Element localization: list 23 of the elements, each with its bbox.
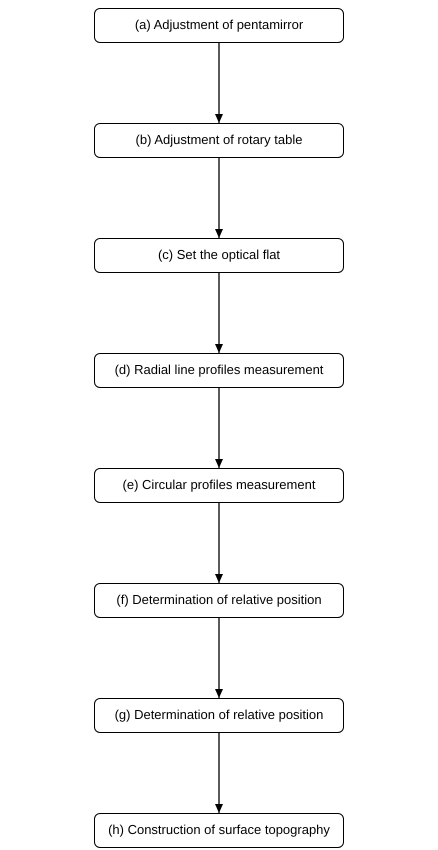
- process-box: [94, 468, 344, 503]
- step-label: (b) Adjustment of rotary table: [136, 132, 302, 149]
- step-label: (h) Construction of surface topography: [108, 822, 330, 839]
- process-box: [94, 238, 344, 273]
- step-label: (f) Determination of relative position: [116, 592, 322, 609]
- arrow: [215, 733, 223, 813]
- process-box: [94, 8, 344, 43]
- process-box: [94, 813, 344, 848]
- arrow: [215, 503, 223, 583]
- step-label: (g) Determination of relative position: [114, 707, 324, 724]
- process-box: [94, 583, 344, 618]
- step-label: (a) Adjustment of pentamirror: [134, 17, 304, 34]
- step-label: (e) Circular profiles measurement: [122, 477, 316, 494]
- process-box: [94, 123, 344, 158]
- arrow: [215, 43, 223, 123]
- arrow: [215, 158, 223, 238]
- arrow: [215, 388, 223, 468]
- arrow: [215, 273, 223, 353]
- process-box: [94, 353, 344, 388]
- process-box: [94, 698, 344, 733]
- step-label: (d) Radial line profiles measurement: [114, 362, 324, 379]
- arrow: [215, 618, 223, 698]
- step-label: (c) Set the optical flat: [158, 247, 280, 264]
